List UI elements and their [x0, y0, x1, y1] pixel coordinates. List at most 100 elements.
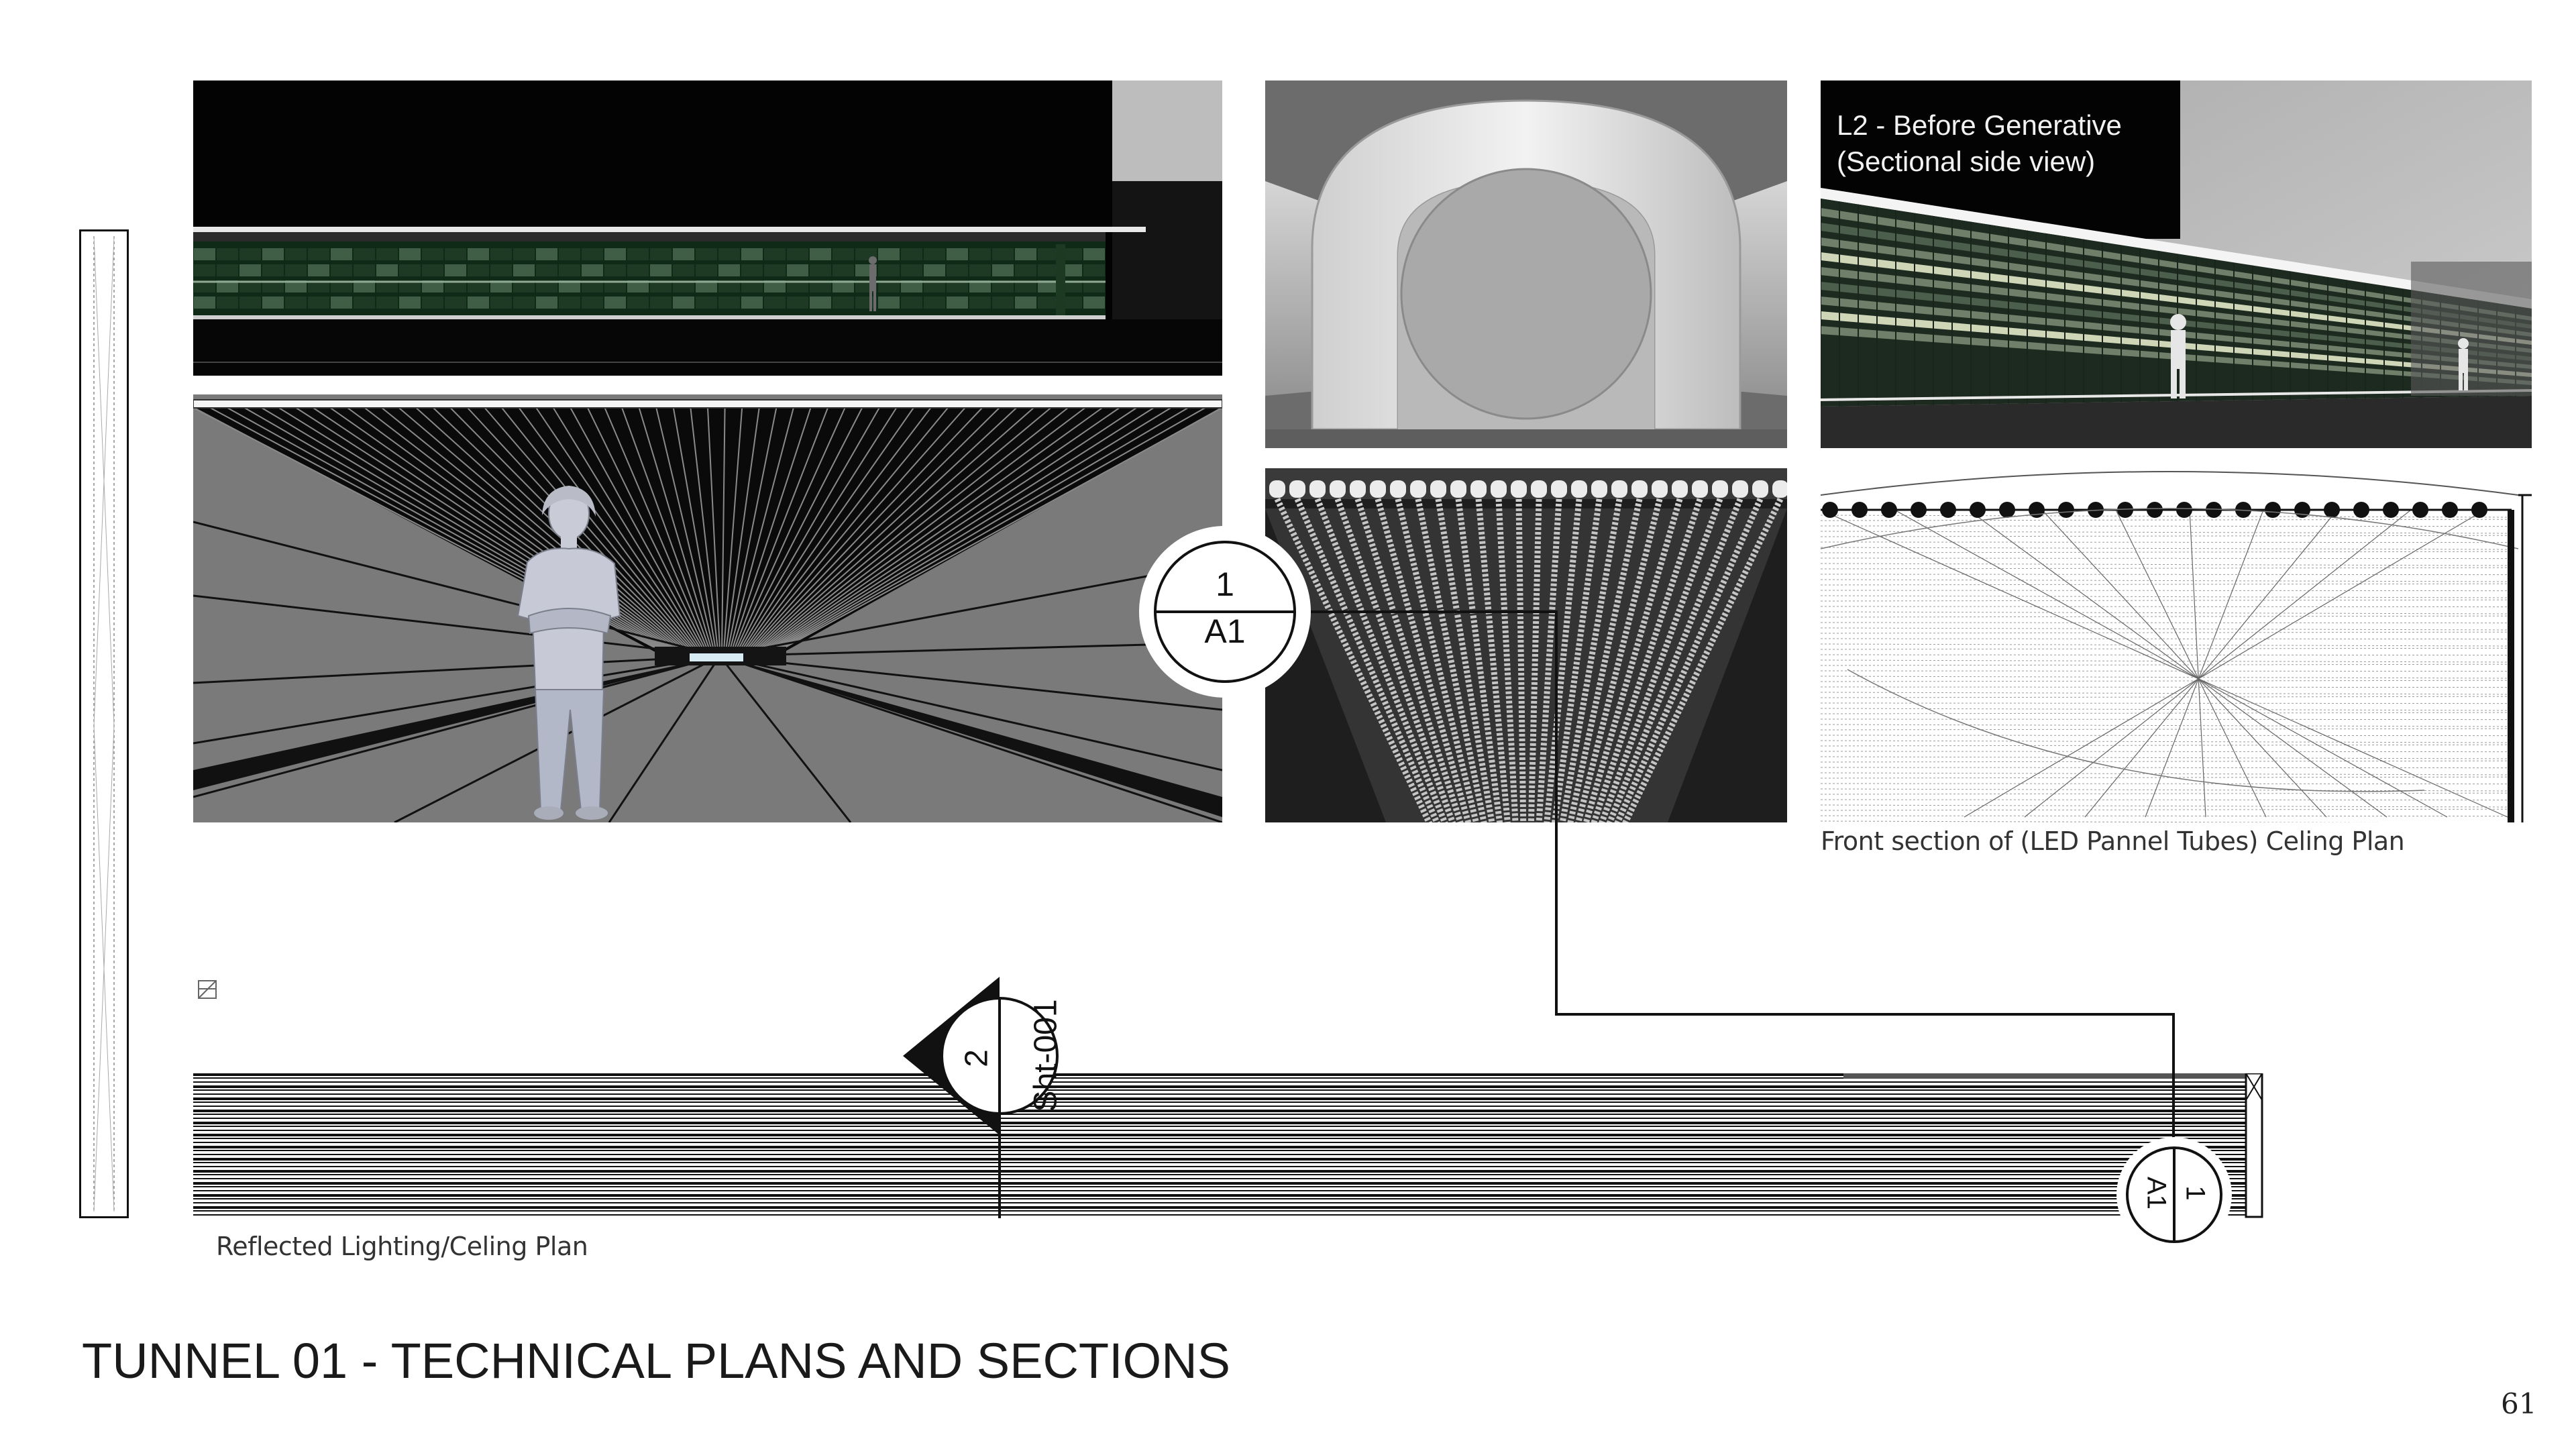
tile: [696, 280, 717, 292]
scale-figure-small: [2458, 338, 2469, 390]
tile: [1061, 297, 1082, 309]
ceiling-rib: [766, 407, 1103, 650]
tile: [741, 280, 763, 292]
tube-end: [1692, 480, 1708, 498]
plan-stripe: [193, 1097, 2246, 1100]
tile: [992, 248, 1014, 260]
tube-dot: [2058, 502, 2074, 518]
ceiling-rib: [750, 407, 966, 650]
tube-line: [1515, 498, 1527, 822]
tile: [787, 280, 808, 292]
tube-end: [1430, 480, 1446, 498]
tile: [194, 297, 215, 309]
hatch-line: [1821, 718, 2508, 720]
plan-stripe: [193, 1126, 2246, 1127]
tile: [924, 297, 945, 309]
ceiling-rib: [707, 407, 720, 650]
tube-line: [1475, 498, 1511, 822]
tile: [673, 264, 694, 276]
ceiling-rib: [777, 407, 1189, 650]
tile: [559, 264, 580, 276]
tile: [1061, 264, 1082, 276]
tile: [650, 280, 672, 292]
plan-stripe: [193, 1174, 2246, 1175]
ceiling-rib: [760, 407, 1051, 650]
plan-stripe: [193, 1162, 2246, 1163]
hatch-line: [1821, 531, 2508, 534]
hatch-line: [1821, 724, 2508, 727]
ceiling-rib: [735, 407, 846, 650]
tile: [901, 248, 922, 260]
tile: [878, 297, 900, 309]
tile: [650, 248, 672, 260]
tile: [536, 248, 557, 260]
tile: [673, 297, 694, 309]
tile: [604, 248, 626, 260]
tile: [992, 264, 1014, 276]
tube-end: [1470, 480, 1487, 498]
plan-stripe: [193, 1134, 2246, 1136]
tube-dot: [2442, 502, 2458, 518]
hatch-line: [1821, 804, 2508, 808]
plan-stripe: [193, 1194, 2246, 1197]
tube-dot: [2176, 502, 2192, 518]
tube-end: [1752, 480, 1768, 498]
page-title: TUNNEL 01 - TECHNICAL PLANS AND SECTIONS: [82, 1333, 1231, 1389]
plan-stripe: [193, 1186, 2246, 1187]
floor-line: [193, 521, 720, 657]
tile: [308, 297, 329, 309]
hatch-line: [1821, 547, 2508, 550]
tile: [468, 297, 489, 309]
tube-end: [1370, 480, 1386, 498]
plan-stripe: [193, 1158, 2246, 1161]
tube-line: [1599, 498, 1723, 822]
hatch-line: [1821, 680, 2508, 682]
tube-line: [1294, 498, 1440, 822]
tile: [354, 264, 375, 276]
plan-stripe: [193, 1146, 2246, 1148]
tile-row: [1821, 267, 2532, 353]
ceiling-rib: [741, 407, 898, 650]
label-line-1: L2 - Before Generative: [1837, 109, 2122, 141]
plan-stripe: [193, 1202, 2246, 1203]
tile: [947, 280, 968, 292]
section-marker: 2 Sht-001: [899, 977, 1073, 1218]
tile: [445, 280, 466, 292]
ceiling-rib: [501, 407, 696, 650]
ceiling-rib: [743, 407, 914, 650]
tile: [285, 280, 307, 292]
tile: [810, 248, 831, 260]
tile: [741, 248, 763, 260]
hatch-line: [1821, 788, 2508, 792]
tile: [604, 297, 626, 309]
hatch-line: [1821, 751, 2508, 753]
tile: [1038, 280, 1059, 292]
tube-end: [1450, 480, 1466, 498]
tile: [969, 248, 991, 260]
ceiling-rib: [484, 407, 694, 650]
tile: [582, 248, 603, 260]
tube-end: [1551, 480, 1567, 498]
tunnel-perspective-render: [193, 394, 1222, 822]
tile: [810, 297, 831, 309]
tile: [1015, 264, 1036, 276]
ceiling-rib: [587, 407, 706, 650]
tube-end: [1289, 480, 1305, 498]
ceiling-rib: [729, 407, 794, 650]
led-tube-lines: [1274, 498, 1784, 822]
tile: [764, 280, 786, 292]
tube-line: [1455, 498, 1503, 822]
tube-dot: [1940, 502, 1956, 518]
hatch-line: [1821, 541, 2508, 543]
hatch-line: [1821, 611, 2508, 614]
ceiling-rib: [764, 407, 1086, 650]
tube-end: [1732, 480, 1748, 498]
tile: [1083, 264, 1105, 276]
arch-section-render: [1265, 80, 1787, 448]
tall-elevation-drawing: [79, 229, 129, 1218]
section-marker-number: 2: [959, 1049, 995, 1067]
tile: [422, 248, 443, 260]
cross-line: [2041, 509, 2327, 818]
tile: [833, 297, 854, 309]
ceiling-rib: [752, 407, 983, 650]
